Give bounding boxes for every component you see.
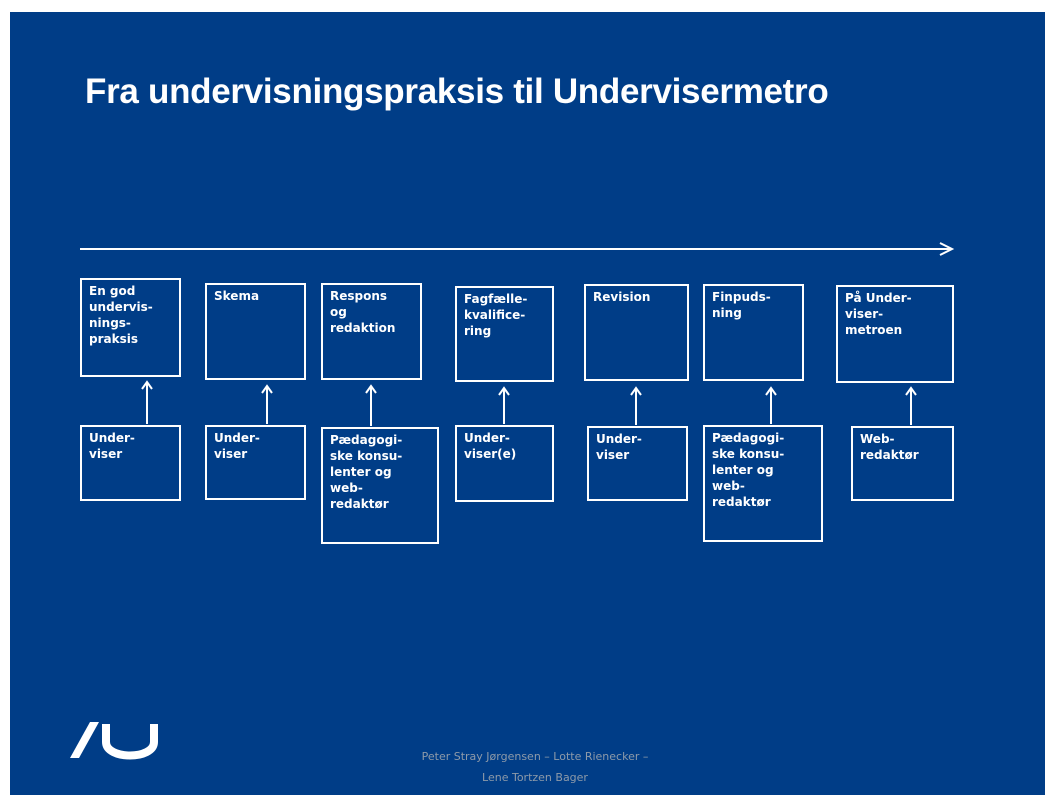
aarhus-university-logo-icon (70, 722, 158, 760)
actor-box-2: Under- viser (205, 425, 306, 500)
step-box-3: Respons og redaktion (321, 283, 422, 380)
step-box-1: En god undervis- nings- praksis (80, 278, 181, 377)
footer-line-1: Peter Stray Jørgensen – Lotte Rienecker … (421, 750, 649, 763)
actor-box-6: Pædagogi- ske konsu- lenter og web- reda… (703, 425, 823, 542)
actor-box-7: Web- redaktør (851, 426, 954, 501)
slide-title: Fra undervisningspraksis til Underviserm… (85, 72, 829, 111)
actor-box-5: Under- viser (587, 426, 688, 501)
step-box-7: På Under- viser- metroen (836, 285, 954, 383)
step-box-5: Revision (584, 284, 689, 381)
slide-background (10, 12, 1045, 795)
actor-box-4: Under- viser(e) (455, 425, 554, 502)
step-box-6: Finpuds- ning (703, 284, 804, 381)
footer-authors: Peter Stray Jørgensen – Lotte Rienecker … (360, 746, 710, 788)
footer-line-2: Lene Tortzen Bager (482, 771, 588, 784)
actor-box-1: Under- viser (80, 425, 181, 501)
step-box-4: Fagfælle- kvalifice- ring (455, 286, 554, 382)
actor-box-3: Pædagogi- ske konsu- lenter og web- reda… (321, 427, 439, 544)
step-box-2: Skema (205, 283, 306, 380)
